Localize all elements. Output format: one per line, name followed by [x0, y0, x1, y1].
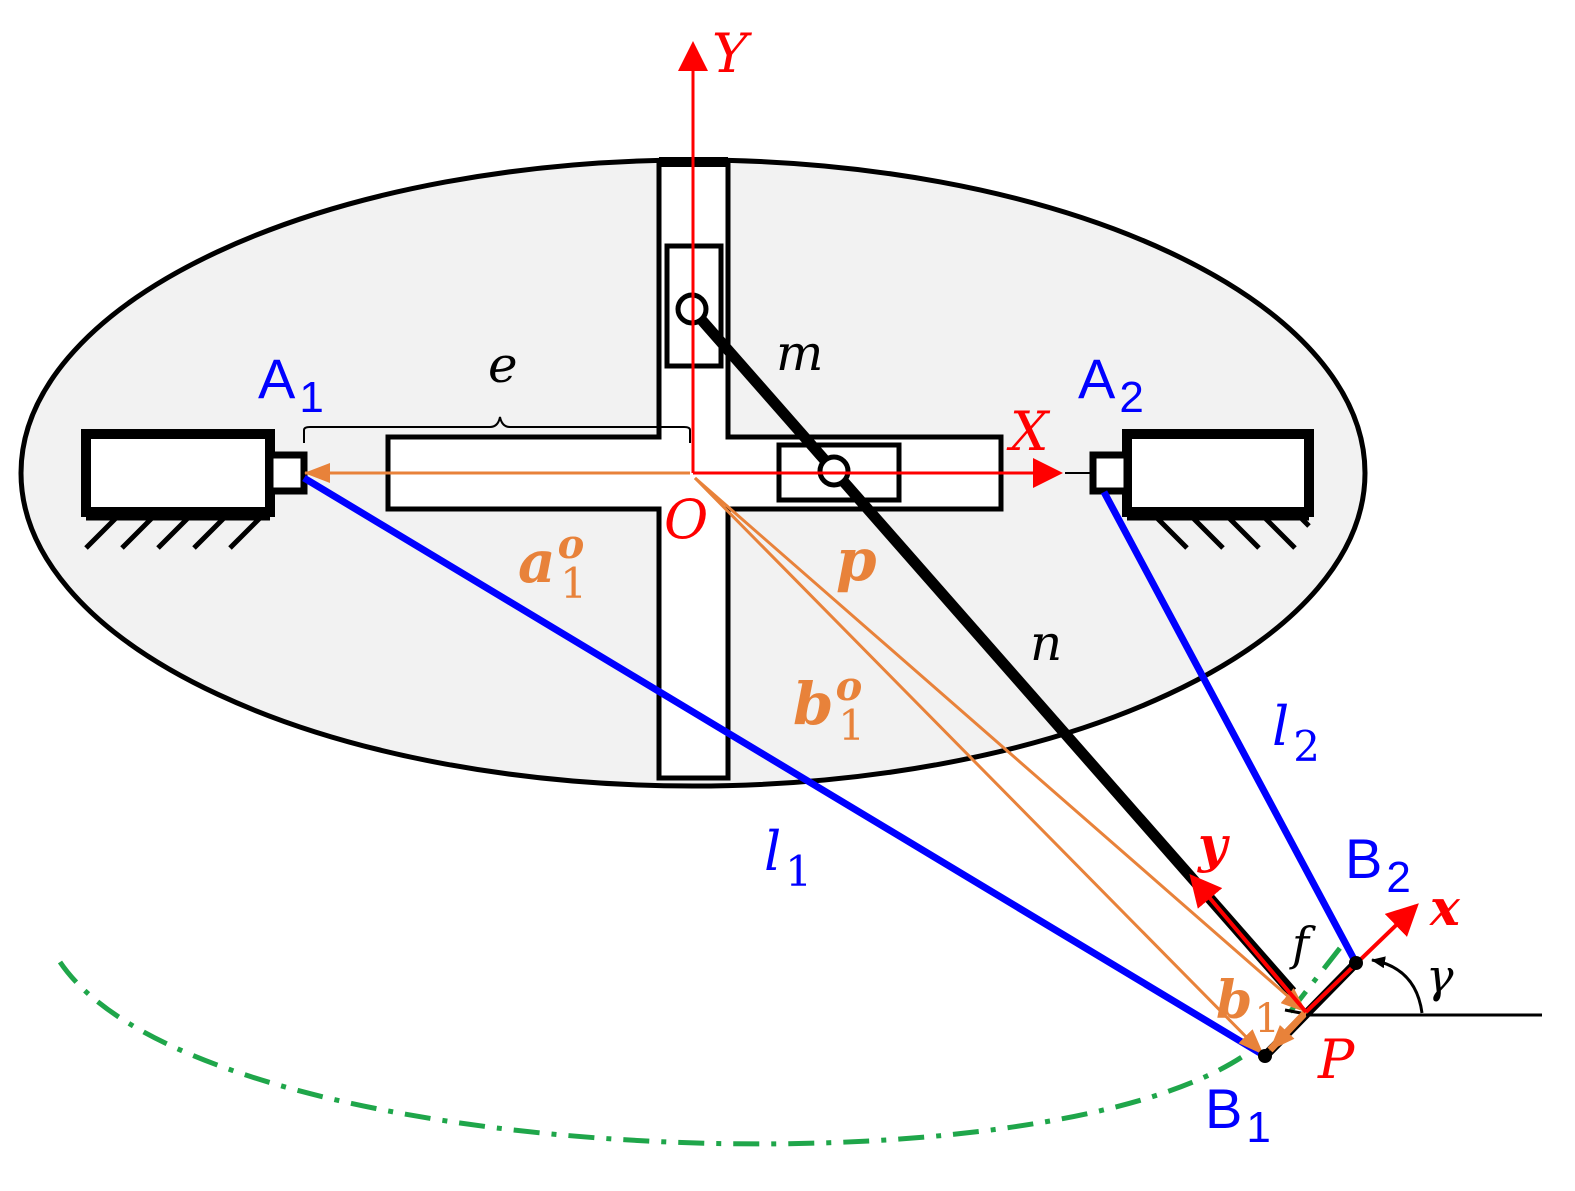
label-l2: l2: [1272, 695, 1320, 771]
label-B1: B1: [1205, 1077, 1271, 1152]
trajectory-curve: [57, 946, 1342, 1147]
actuator-right: [1089, 429, 1314, 550]
leg-l1: [302, 475, 1267, 1059]
label-gamma: γ: [1426, 949, 1454, 1003]
label-b1: b1: [1216, 970, 1280, 1042]
leg-l2: [1100, 490, 1360, 965]
label-P: P: [1317, 1028, 1356, 1091]
label-x-local: x: [1429, 878, 1461, 937]
label-f: f: [1289, 917, 1316, 971]
label-A1: A1: [258, 347, 324, 422]
label-O: O: [664, 488, 708, 551]
label-B2: B2: [1345, 827, 1411, 902]
label-A2: A2: [1078, 347, 1144, 422]
joint-right: [817, 454, 851, 488]
axis-y-local: [1189, 873, 1308, 1014]
vector-b1: [1267, 1009, 1309, 1053]
label-p: p: [836, 526, 877, 594]
label-e: e: [488, 336, 518, 394]
vector-b1o: [693, 476, 1265, 1056]
label-l1: l1: [764, 820, 812, 896]
label-X: X: [1006, 400, 1051, 463]
label-m: m: [776, 324, 823, 382]
label-y-local: y: [1197, 815, 1230, 874]
label-n: n: [1030, 614, 1062, 672]
vector-p: [694, 476, 1307, 1014]
brace-e: [303, 416, 691, 443]
label-Y: Y: [712, 22, 752, 85]
